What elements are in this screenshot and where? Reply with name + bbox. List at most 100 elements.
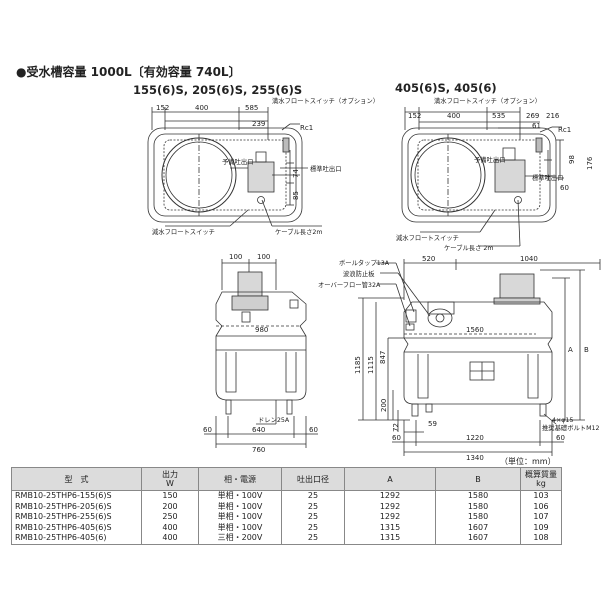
right-view-heading: 405(6)S, 405(6): [395, 81, 497, 95]
dim-side-1560: 1560: [466, 326, 484, 334]
front-view: [204, 259, 318, 448]
dim-left-585: 585: [245, 104, 258, 112]
dim-side-847: 847: [379, 351, 387, 364]
dim-right-400: 400: [447, 112, 460, 120]
label-anchor-bolt: 4×φ15: [552, 417, 573, 424]
cell-outlet: 25: [281, 501, 345, 512]
dim-side-200: 200: [380, 399, 388, 412]
cell-a: 1315: [344, 533, 436, 545]
dim-right-60: 60: [560, 184, 569, 192]
dim-right-61: 61: [532, 122, 541, 130]
dim-side-520: 520: [422, 255, 435, 263]
dim-side-1115: 1115: [367, 356, 375, 374]
dim-left-152: 152: [156, 104, 169, 112]
dim-left-400: 400: [195, 104, 208, 112]
cell-output: 250: [141, 512, 199, 523]
dim-right-216: 216: [546, 112, 560, 120]
cell-b: 1580: [435, 512, 521, 523]
label-ball-tap: ボールタップ13A: [339, 258, 390, 267]
table-row: RMB10-25THP6-205(6)S 200 単相・100V 25 1292…: [11, 501, 562, 512]
dim-side-1340: 1340: [466, 454, 484, 462]
dim-front-980: 980: [255, 326, 268, 334]
cell-weight: 103: [520, 490, 562, 502]
label-overflow-pipe: オーバーフロー管32A: [318, 280, 381, 289]
label-standard-outlet-right: 標準吐出口: [532, 173, 563, 182]
cell-outlet: 25: [281, 533, 345, 545]
label-spare-outlet-right: 予備吐出口: [474, 155, 505, 164]
label-float-switch-left: 満水フロートスイッチ（オプション）: [272, 96, 379, 105]
dim-left-239: 239: [252, 120, 265, 128]
dim-side-59: 59: [428, 420, 437, 428]
cell-outlet: 25: [281, 522, 345, 533]
capacity-title: ●受水槽容量 1000L〔有効容量 740L〕: [16, 64, 241, 79]
cell-phase: 単相・100V: [198, 501, 282, 512]
cell-phase: 単相・100V: [198, 522, 282, 533]
col-header-a: A: [344, 467, 436, 491]
plan-view-right: [401, 107, 564, 247]
plan-view-left: [147, 107, 322, 227]
label-standard-outlet-left: 標準吐出口: [310, 164, 341, 173]
dim-side-B: B: [584, 346, 589, 354]
cell-outlet: 25: [281, 512, 345, 523]
cell-b: 1580: [435, 501, 521, 512]
label-drain: ドレン25A: [258, 417, 290, 424]
cell-phase: 単相・100V: [198, 512, 282, 523]
dim-side-72: 72: [392, 423, 400, 432]
dim-right-98: 98: [568, 155, 576, 164]
dim-front-60-b: 60: [309, 426, 318, 434]
dim-side-1185: 1185: [354, 356, 362, 374]
dim-side-1040: 1040: [520, 255, 538, 263]
label-cable-left: ケーブル長さ2m: [275, 227, 323, 236]
table-row: RMB10-25THP6-405(6) 400 三相・200V 25 1315 …: [11, 533, 562, 545]
cell-output: 400: [141, 533, 199, 545]
dim-right-152: 152: [408, 112, 421, 120]
cell-phase: 単相・100V: [198, 490, 282, 502]
label-spare-outlet-left: 予備吐出口: [222, 157, 253, 166]
table-row: RMB10-25THP6-155(6)S 150 単相・100V 25 1292…: [11, 490, 562, 502]
cell-model: RMB10-25THP6-255(6)S: [11, 512, 142, 523]
cell-outlet: 25: [281, 490, 345, 502]
cell-output: 150: [141, 490, 199, 502]
dim-right-535: 535: [492, 112, 505, 120]
cell-b: 1607: [435, 522, 521, 533]
dim-front-100-a: 100: [229, 253, 242, 261]
col-header-outlet: 吐出口径: [281, 467, 345, 491]
cell-weight: 108: [520, 533, 562, 545]
col-header-model: 型 式: [11, 467, 142, 491]
cell-weight: 106: [520, 501, 562, 512]
table-row: RMB10-25THP6-405(6)S 400 単相・100V 25 1315…: [11, 522, 562, 533]
cell-a: 1292: [344, 512, 436, 523]
dim-left-74: 74: [292, 169, 300, 178]
label-cable-right: ケーブル長さ 2m: [444, 243, 494, 252]
col-header-b: B: [435, 467, 521, 491]
cell-weight: 109: [520, 522, 562, 533]
cell-b: 1607: [435, 533, 521, 545]
dim-right-176: 176: [586, 156, 594, 170]
label-reduced-float-right: 減水フロートスイッチ: [396, 233, 459, 242]
label-reduced-float-left: 減水フロートスイッチ: [152, 227, 215, 236]
dim-front-760: 760: [252, 446, 265, 454]
label-rc1-right: Rc1: [558, 126, 571, 134]
dim-side-A: A: [568, 346, 573, 354]
col-header-phase: 相・電源: [198, 467, 282, 491]
dim-front-60-a: 60: [203, 426, 212, 434]
cell-weight: 107: [520, 512, 562, 523]
cell-a: 1292: [344, 501, 436, 512]
cell-a: 1292: [344, 490, 436, 502]
cell-a: 1315: [344, 522, 436, 533]
dim-side-60-a: 60: [392, 434, 401, 442]
label-wave-plate: 波浪防止板: [343, 269, 375, 278]
cell-model: RMB10-25THP6-405(6)S: [11, 522, 142, 533]
cell-model: RMB10-25THP6-155(6)S: [11, 490, 142, 502]
dim-side-1220: 1220: [466, 434, 484, 442]
cell-b: 1580: [435, 490, 521, 502]
dim-front-100-b: 100: [257, 253, 270, 261]
label-rc1-left: Rc1: [300, 124, 313, 132]
unit-note: （単位：mm）: [500, 457, 556, 466]
cell-model: RMB10-25THP6-405(6): [11, 533, 142, 545]
